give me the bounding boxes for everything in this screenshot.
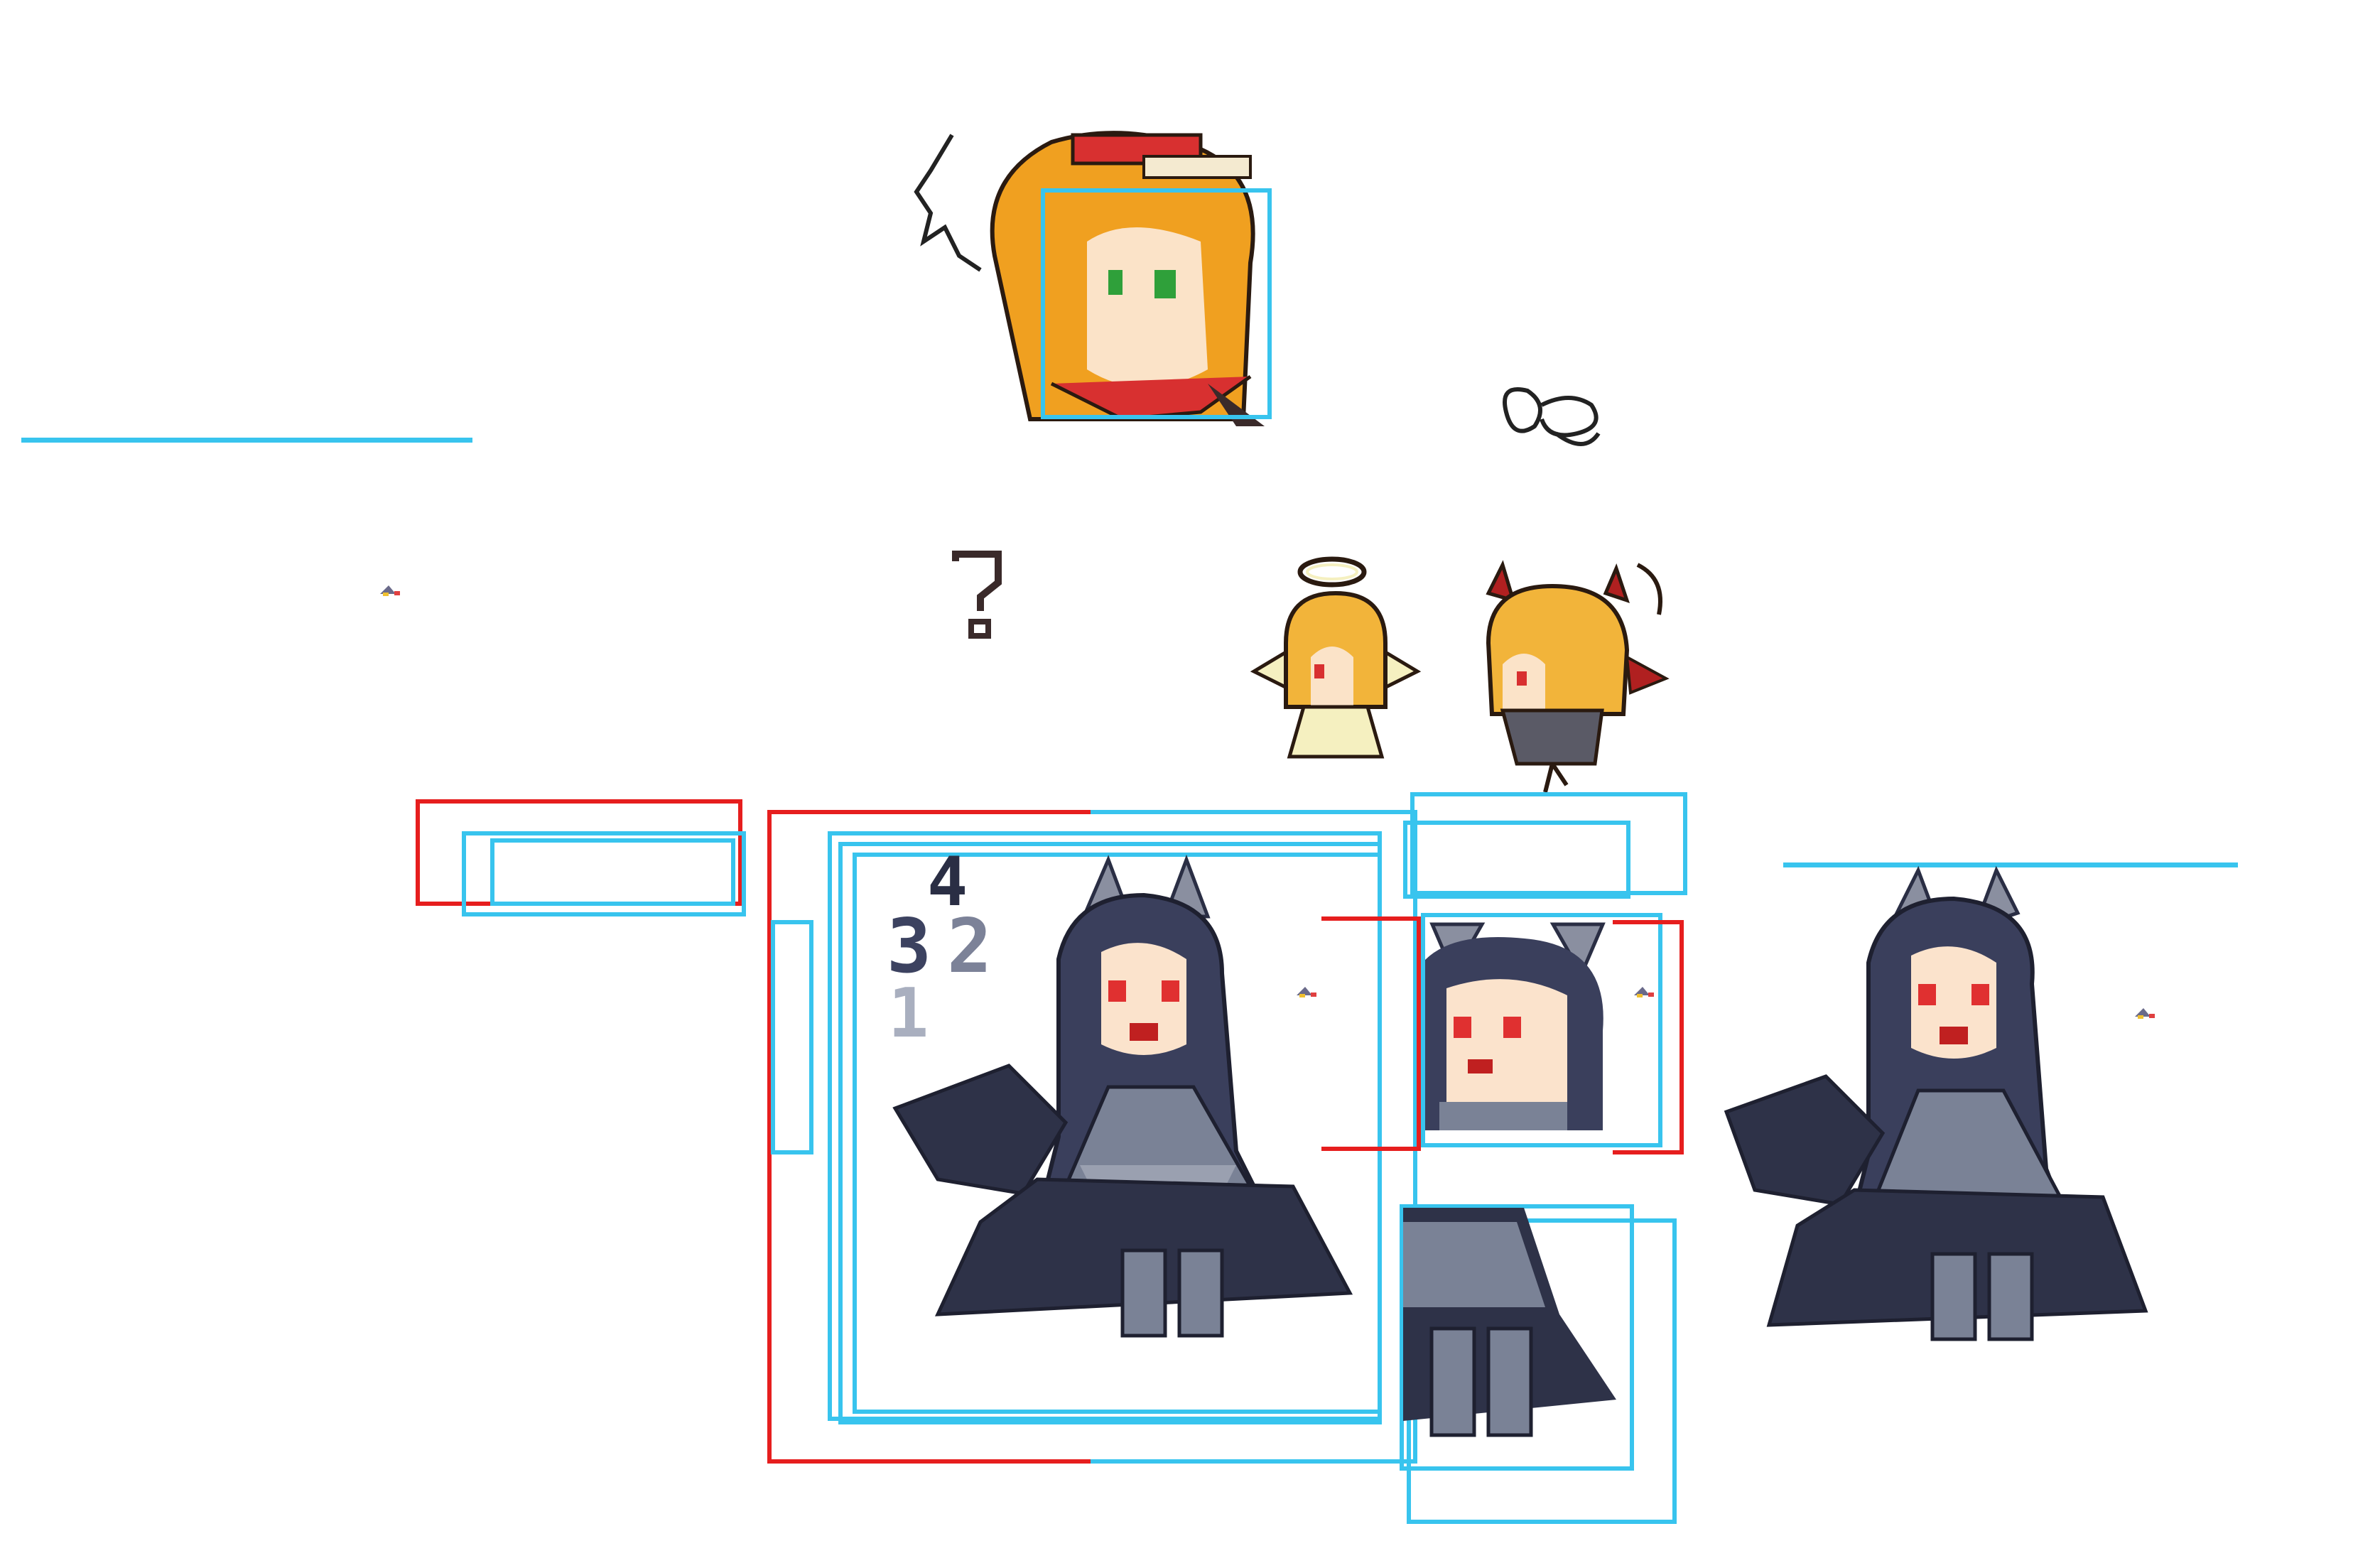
maid-portrait-group: [888, 114, 1300, 440]
question-mark-icon: [952, 551, 1002, 639]
left-frame-group: [416, 799, 750, 916]
counter-digit-2: 2: [947, 903, 992, 990]
blonde-maid-portrait-sprite: [990, 131, 1265, 426]
left-blue-frame-inner: [490, 838, 735, 906]
counter-digit-1: 1: [888, 975, 929, 1053]
mid-face-red-frame: [1613, 920, 1684, 1154]
right-guide-line: [1783, 862, 2238, 867]
dark-wolf-girl-body-crop: [1403, 1208, 1616, 1437]
mid-frame-group: [1400, 792, 1698, 1524]
counter-digit-4: 4: [927, 843, 968, 921]
sparkle-icon: [380, 585, 400, 596]
maid-sketch-strokes: [914, 134, 982, 272]
mid-top-frame: [1410, 792, 1687, 895]
sparkle-icon: [1634, 987, 1654, 997]
main-frame-group: 4 3 2 1: [767, 810, 1421, 1464]
main-blue-frame-outer: [1091, 810, 1417, 1464]
main-red-frame-right: [1321, 916, 1421, 1151]
dark-wolf-girl-sprite: [892, 854, 1353, 1338]
mid-top-inner-frame: [1403, 821, 1630, 899]
dark-wolf-girl-sprite-preview: [1724, 865, 2148, 1341]
angel-chibi-sprite: [1250, 556, 1422, 759]
mid-body-frame: [1400, 1204, 1634, 1471]
counter-digit-3: 3: [887, 903, 932, 990]
main-red-frame: [767, 810, 1094, 1464]
dark-wolf-girl-face-crop: [1425, 922, 1606, 1130]
sparkle-icon: [1297, 987, 1316, 997]
maid-hitbox-frame: [1041, 188, 1272, 419]
squiggle-icon: [1503, 387, 1601, 446]
left-blue-frame-outer: [462, 831, 746, 916]
mid-face-frame: [1421, 913, 1662, 1147]
devil-chibi-sprite: [1486, 560, 1670, 793]
main-blue-frame-left: [771, 920, 813, 1154]
sparkle-icon: [2135, 1008, 2155, 1019]
left-guide-line: [21, 438, 472, 443]
